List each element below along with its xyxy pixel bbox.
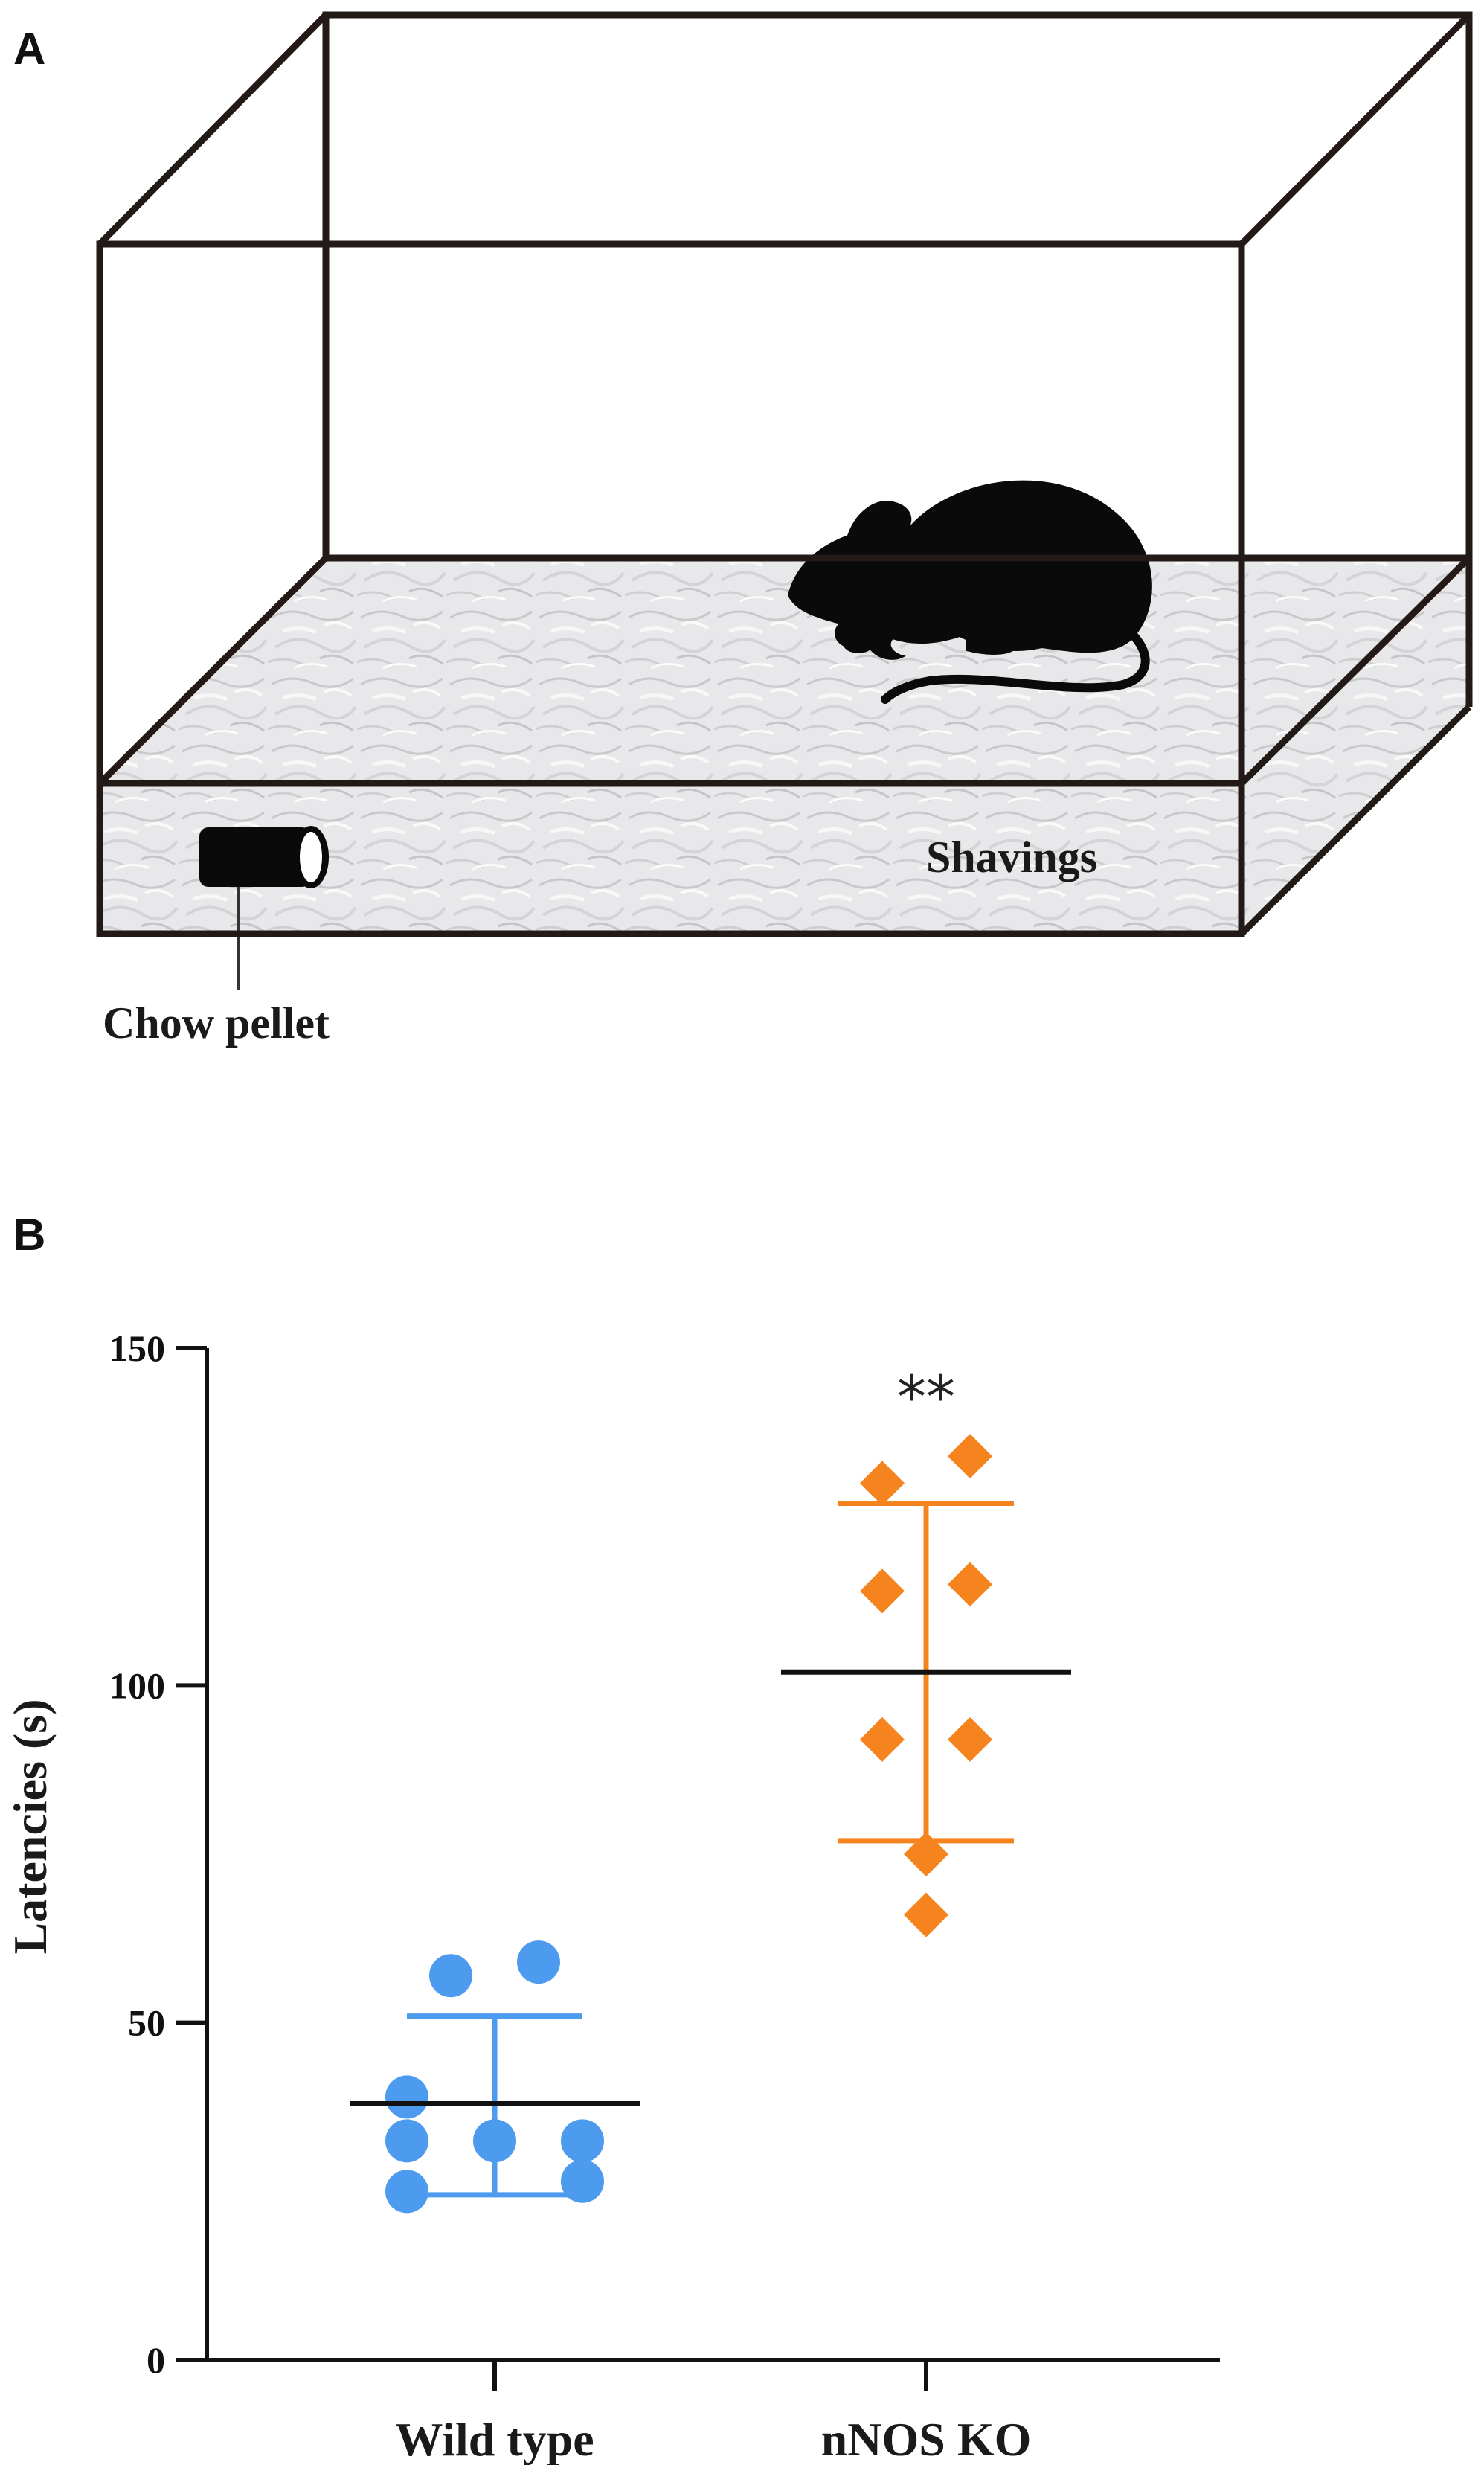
shavings-front-face xyxy=(100,783,1242,934)
series-1 xyxy=(781,1434,1071,1937)
data-point xyxy=(904,1832,948,1876)
cage-diagram: Shavings Chow pellet xyxy=(96,11,1473,1048)
data-point xyxy=(473,2119,516,2163)
data-point xyxy=(904,1892,948,1937)
panel-b-label: B xyxy=(13,1210,45,1260)
shavings-label: Shavings xyxy=(926,833,1097,882)
panel-a-label: A xyxy=(13,24,45,74)
data-point xyxy=(860,1716,905,1762)
y-axis-title: Latencies (s) xyxy=(4,1699,57,1954)
data-point xyxy=(429,1954,472,1998)
y-tick-label: 0 xyxy=(147,2339,165,2381)
data-point xyxy=(385,2170,428,2214)
chart-series xyxy=(350,1434,1071,2214)
y-tick-label: 100 xyxy=(109,1664,165,1706)
data-point xyxy=(385,2075,428,2119)
x-ticks: Wild type nNOS KO xyxy=(395,2360,1031,2465)
x-tick-label: nNOS KO xyxy=(821,2413,1032,2465)
shavings-right-face xyxy=(1242,558,1469,934)
chart: 0 50 100 150 Wild type nNOS KO Latencies (s)… xyxy=(4,1327,1220,2465)
y-tick-label: 50 xyxy=(128,2002,165,2044)
data-point xyxy=(948,1434,992,1479)
data-point xyxy=(860,1461,905,1506)
data-point xyxy=(948,1562,992,1607)
data-point xyxy=(561,2119,604,2163)
series-0 xyxy=(350,1940,640,2214)
x-tick-label: Wild type xyxy=(395,2413,594,2465)
chow-pellet-icon xyxy=(199,826,329,990)
significance-marker: ** xyxy=(897,1365,955,1432)
panel-b: B 0 50 100 150 Wild type nNOS KO Latencies (… xyxy=(4,1210,1220,2465)
data-point xyxy=(948,1716,992,1762)
cage-frame xyxy=(96,11,1473,937)
data-point xyxy=(561,2159,604,2203)
chow-pellet-label: Chow pellet xyxy=(103,998,330,1048)
data-point xyxy=(517,1940,560,1984)
shavings-top-surface xyxy=(100,558,1469,783)
panel-a: A xyxy=(13,11,1473,1048)
y-tick-label: 150 xyxy=(109,1327,165,1369)
mouse-icon xyxy=(787,480,1152,704)
data-point xyxy=(860,1568,905,1614)
y-ticks: 0 50 100 150 xyxy=(109,1327,207,2381)
data-point xyxy=(385,2119,428,2163)
